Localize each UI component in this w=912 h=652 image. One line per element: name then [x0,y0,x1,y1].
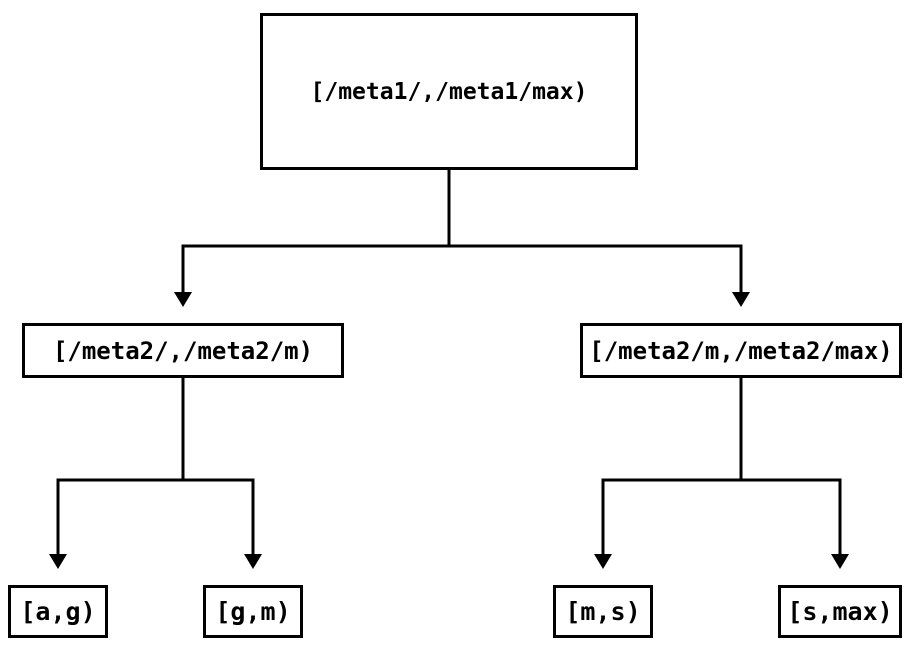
arrowhead-down-icon [244,554,262,569]
arrowhead-down-icon [732,292,750,307]
tree-node-label: [/meta1/,/meta1/max) [310,78,588,105]
arrowhead-down-icon [594,554,612,569]
tree-node-root: [/meta1/,/meta1/max) [260,13,638,170]
tree-node-leaf-s-max: [s,max) [778,585,902,638]
arrowhead-down-icon [49,554,67,569]
tree-node-label: [/meta2/m,/meta2/max) [589,336,893,365]
tree-node-meta2-low: [/meta2/,/meta2/m) [22,323,344,378]
tree-node-label: [s,max) [787,597,893,626]
tree-node-label: [/meta2/,/meta2/m) [52,336,314,365]
tree-node-meta2-high: [/meta2/m,/meta2/max) [580,323,902,378]
tree-node-label: [m,s) [565,597,641,626]
arrowhead-down-icon [831,554,849,569]
arrowhead-down-icon [174,292,192,307]
tree-node-leaf-g-m: [g,m) [203,585,303,638]
tree-node-leaf-a-g: [a,g) [8,585,108,638]
tree-node-leaf-m-s: [m,s) [553,585,653,638]
tree-node-label: [a,g) [20,597,96,626]
tree-node-label: [g,m) [215,597,291,626]
